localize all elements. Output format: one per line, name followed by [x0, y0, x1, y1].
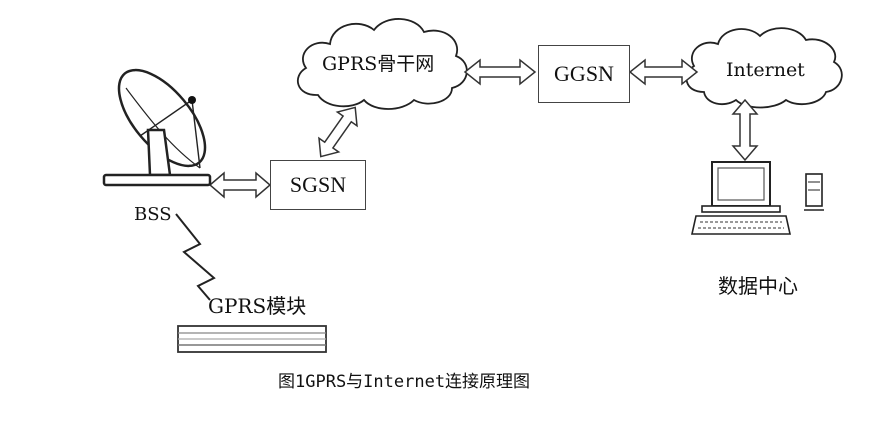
- data-center-label: 数据中心: [718, 274, 798, 298]
- wireless-link-icon: [175, 213, 216, 301]
- gprs-module-device: [177, 325, 327, 353]
- sgsn-label: SGSN: [289, 172, 347, 197]
- gprs-module-label: GPRS模块: [208, 294, 307, 318]
- ggsn-label: GGSN: [554, 61, 614, 86]
- ggsn-node: GGSN: [538, 45, 630, 103]
- arrow-bss-sgsn: [208, 171, 272, 199]
- arrow-sgsn-backbone: [318, 106, 358, 158]
- internet-cloud: [685, 27, 843, 109]
- arrow-backbone-ggsn: [463, 58, 537, 86]
- figure-caption: 图1GPRS与Internet连接原理图: [278, 372, 531, 392]
- gprs-backbone-cloud: [296, 18, 468, 110]
- arrow-internet-datacenter: [731, 98, 759, 162]
- sgsn-node: SGSN: [270, 160, 366, 210]
- computer-icon: [691, 161, 824, 235]
- arrow-ggsn-internet: [628, 58, 699, 86]
- bss-label: BSS: [134, 204, 172, 225]
- internet-label: Internet: [726, 59, 805, 81]
- gprs-backbone-label: GPRS骨干网: [322, 53, 435, 75]
- satellite-dish-icon: [102, 68, 212, 187]
